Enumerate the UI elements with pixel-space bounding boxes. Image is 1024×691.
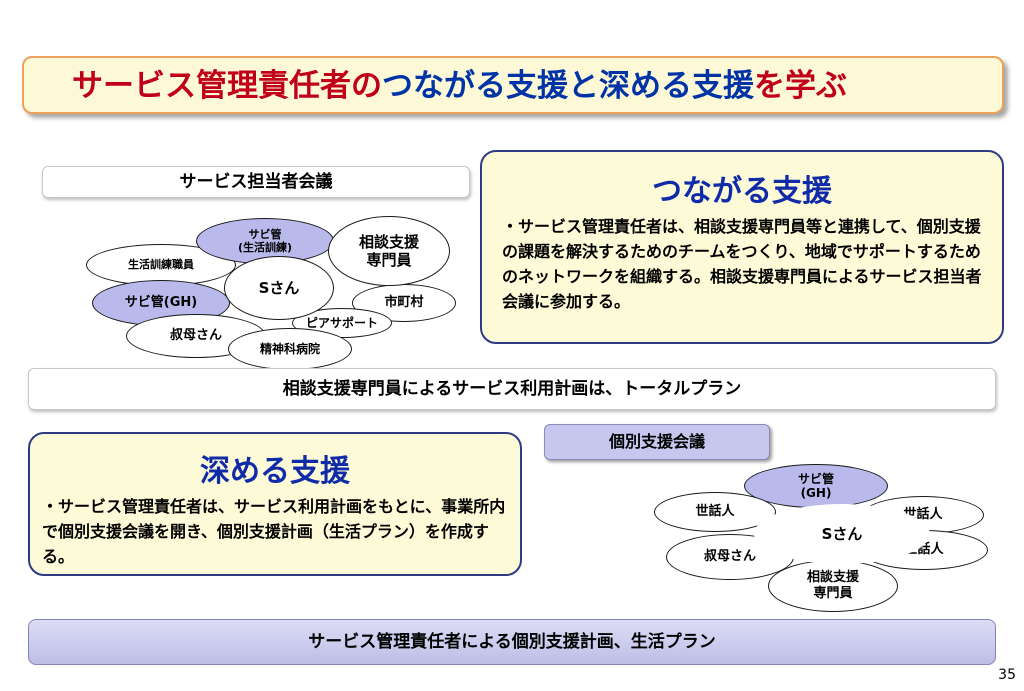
fukameru-body: ・サービス管理責任者は、サービス利用計画をもとに、事業所内で個別支援会議を開き、… — [42, 497, 506, 566]
service-meeting-label: サービス担当者会議 — [42, 166, 470, 198]
kobetsu-meeting-label: 個別支援会議 — [544, 424, 770, 460]
tsunagaru-panel: つながる支援 ・サービス管理責任者は、相談支援専門員等と連携して、個別支援の課題… — [480, 150, 1004, 344]
node-s-san: Sさん — [224, 256, 334, 320]
node-sabikan-seikatsu-line1: サビ管 — [248, 227, 282, 241]
node-sewanin-left: 世話人 — [654, 492, 776, 532]
node-kobetsu-sodan: 相談支援 専門員 — [768, 560, 898, 612]
title-banner: サービス管理責任者のつながる支援と深める支援を学ぶ — [22, 56, 1004, 114]
tsunagaru-body: ・サービス管理責任者は、相談支援専門員等と連携して、個別支援の課題を解決するため… — [502, 217, 982, 311]
page-title: サービス管理責任者のつながる支援と深める支援を学ぶ — [72, 64, 847, 108]
life-plan-bar: サービス管理責任者による個別支援計画、生活プラン — [28, 619, 996, 665]
node-sabikan-seikatsu: サビ管 (生活訓練) — [196, 218, 334, 264]
node-kobetsu-sabikan-line2: (GH) — [800, 486, 832, 500]
node-sodan-line1: 相談支援 — [358, 233, 419, 251]
node-kobetsu-sodan-line2: 専門員 — [813, 586, 853, 601]
tsunagaru-heading: つながる支援 — [652, 174, 832, 209]
node-kobetsu-sodan-line1: 相談支援 — [806, 570, 859, 586]
meeting-network-diagram: 生活訓練職員 サビ管 (生活訓練) サビ管(GH) 市町村 ピアサポート 叔母さ… — [80, 204, 480, 372]
page-number: 35 — [998, 667, 1016, 683]
title-part3: を学ぶ — [754, 68, 847, 104]
kobetsu-network-diagram: サビ管 (GH) 世話人 世話人 世話人 叔母さん 相談支援 専門員 Sさん — [650, 460, 994, 614]
node-seishin-byoin: 精神科病院 — [228, 328, 352, 370]
node-sodan-shien: 相談支援 専門員 — [328, 216, 450, 286]
fukameru-heading: 深める支援 — [200, 454, 350, 489]
node-sodan-line2: 専門員 — [366, 251, 412, 269]
title-part1: サービス管理責任者の — [72, 68, 382, 104]
node-sabikan-seikatsu-line2: (生活訓練) — [237, 241, 293, 254]
node-kobetsu-sabikan-line1: サビ管 — [797, 471, 834, 486]
total-plan-bar: 相談支援専門員によるサービス利用計画は、トータルプラン — [28, 368, 996, 410]
fukameru-panel: 深める支援 ・サービス管理責任者は、サービス利用計画をもとに、事業所内で個別支援… — [28, 432, 522, 576]
node-kobetsu-s-san: Sさん — [754, 504, 930, 564]
node-kobetsu-sabikan: サビ管 (GH) — [744, 464, 888, 508]
title-part2: つながる支援と深める支援 — [382, 68, 754, 104]
